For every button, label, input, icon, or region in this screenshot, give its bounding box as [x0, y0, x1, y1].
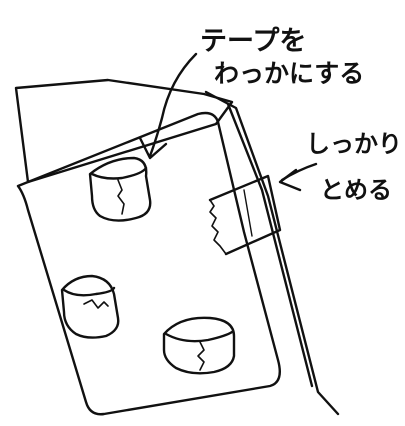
arrow-icon [278, 162, 318, 192]
top-label-line1: テープを [200, 26, 306, 57]
right-label-line1: しっかり [306, 130, 402, 158]
tape-loop-left [60, 274, 120, 339]
front-sheet-outline [16, 111, 281, 416]
arrow-icon [138, 52, 198, 160]
tape-loop-top [88, 156, 152, 222]
back-sheet-outline [14, 78, 234, 184]
corner-tape [208, 174, 282, 256]
spine-edge-inner [226, 102, 314, 388]
right-label-line2: とめる [320, 176, 392, 204]
spine-edge [204, 90, 340, 416]
tape-loop-bottom [162, 316, 236, 375]
top-label-line2: わっかにする [214, 59, 364, 88]
